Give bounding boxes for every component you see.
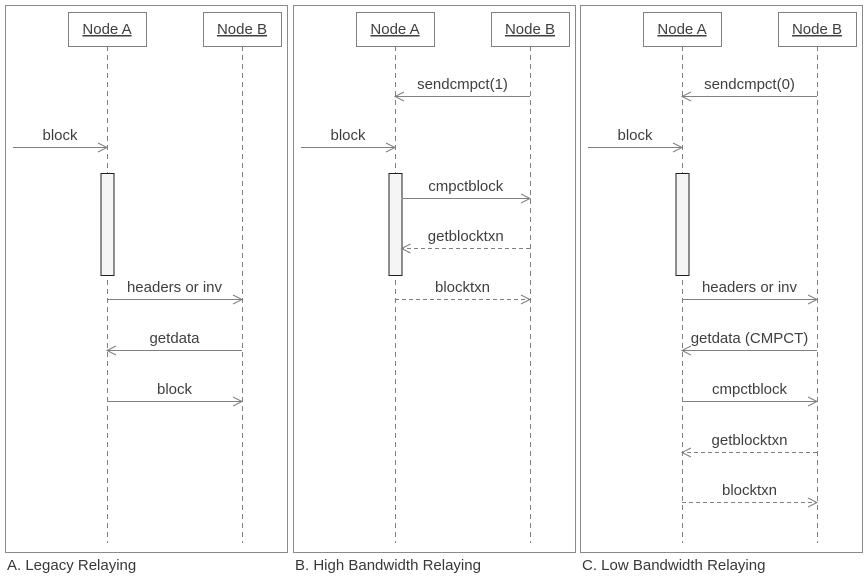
message-label-headers-or-inv: headers or inv [127,279,223,296]
actor-box-node-b [778,12,857,47]
actor-box-node-a [68,12,147,47]
panel-a-legacy-relaying: Node A Node B block headers or inv getdata bl… [5,5,288,553]
message-label-sendcmpct-1: sendcmpct(1) [417,76,508,93]
actor-label-node-b: Node B [792,21,842,38]
panel-caption-a-legacy-relaying: A. Legacy Relaying [7,557,137,574]
panel-caption-c-low-bandwidth-relaying: C. Low Bandwidth Relaying [582,557,766,574]
message-label-blocktxn: blocktxn [722,482,777,499]
actor-label-node-b: Node B [217,21,267,38]
message-label-block: block [42,127,78,144]
message-label-block: block [330,127,366,144]
activation-bar-node-a [675,173,690,276]
message-label-getblocktxn: getblocktxn [428,228,504,245]
actor-label-node-a: Node A [657,21,706,38]
message-label-block: block [157,381,193,398]
message-label-getdata-cmpct: getdata (CMPCT) [691,330,809,347]
message-label-cmpctblock: cmpctblock [712,381,788,398]
message-label-getblocktxn: getblocktxn [712,432,788,449]
message-label-sendcmpct-0: sendcmpct(0) [704,76,795,93]
message-label-block: block [617,127,653,144]
actor-box-node-a [643,12,722,47]
actor-box-node-a [356,12,435,47]
message-label-headers-or-inv: headers or inv [702,279,798,296]
panel-caption-b-high-bandwidth-relaying: B. High Bandwidth Relaying [295,557,481,574]
actor-box-node-b [491,12,570,47]
actor-label-node-a: Node A [370,21,419,38]
actor-label-node-b: Node B [505,21,555,38]
message-label-blocktxn: blocktxn [435,279,490,296]
activation-bar-node-a [100,173,115,276]
activation-bar-node-a [388,173,403,276]
panel-b-high-bandwidth-relaying: Node A Node B sendcmpct(1) block cmpctblock g… [293,5,576,553]
panel-frame [5,5,288,553]
actor-label-node-a: Node A [82,21,131,38]
actor-box-node-b [203,12,282,47]
panel-c-low-bandwidth-relaying: Node A Node B sendcmpct(0) block headers or … [580,5,863,553]
message-label-cmpctblock: cmpctblock [428,178,504,195]
message-label-getdata: getdata [149,330,200,347]
